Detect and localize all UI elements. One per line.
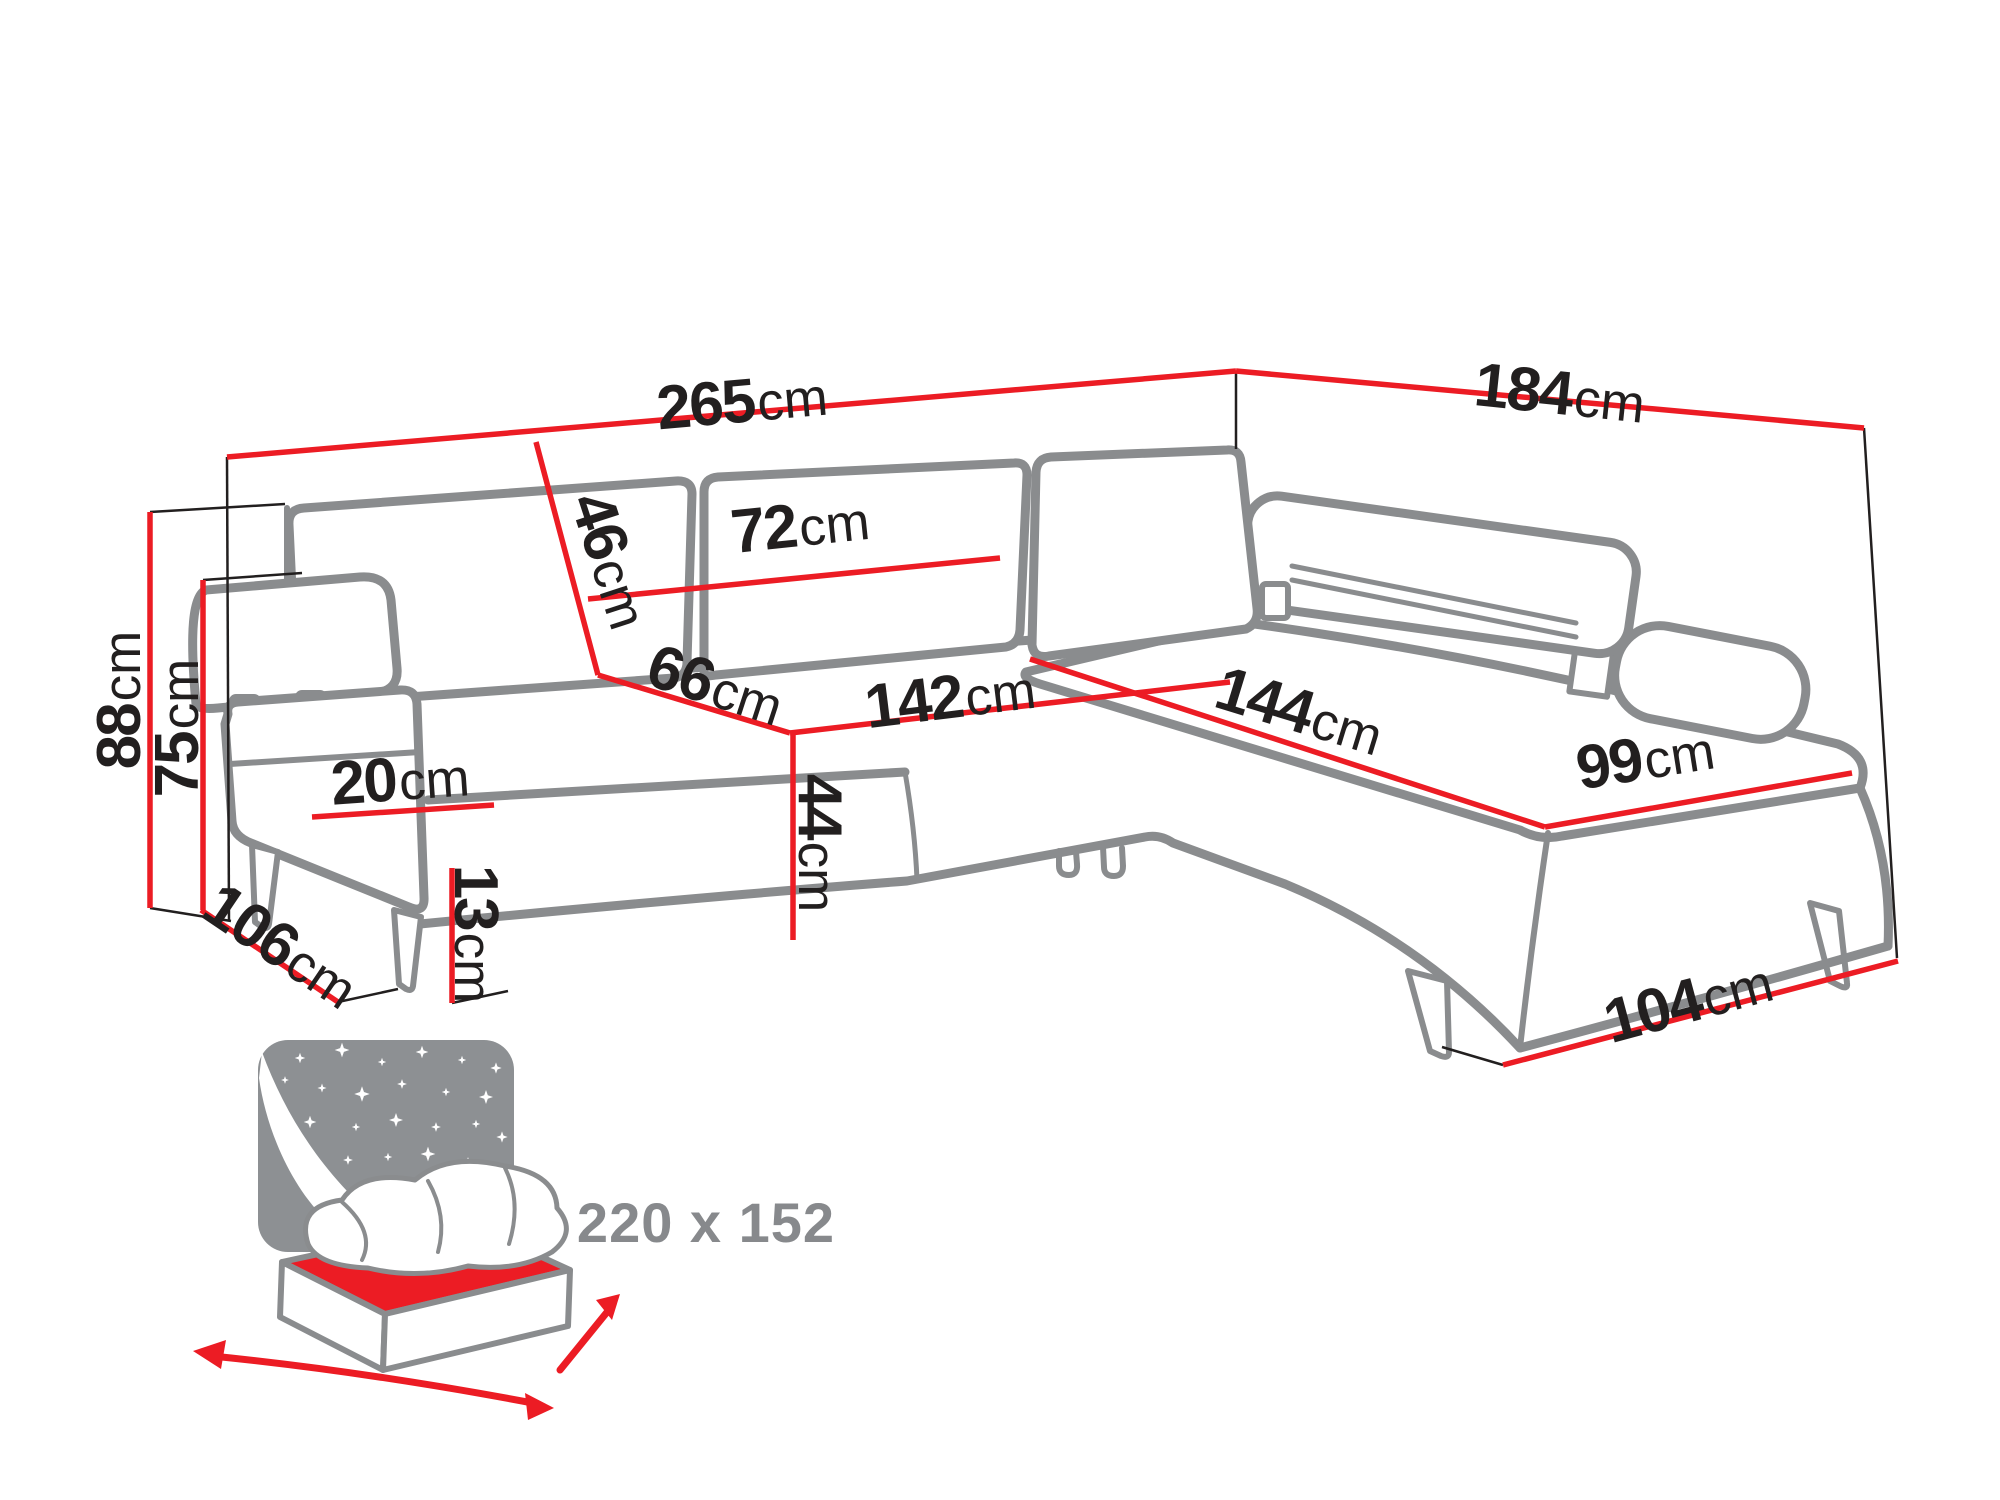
label-seat-width: 142cm	[861, 653, 1039, 742]
label-seat-height: 44cm	[785, 774, 854, 913]
dim-line-chaise-footprint	[1502, 958, 1899, 1068]
armrest-rear-leg	[391, 907, 424, 993]
label-side-depth: 106cm	[191, 870, 371, 1023]
chaise-cushion	[1020, 617, 1868, 842]
rail-bracket	[1259, 581, 1291, 621]
construction-line	[1862, 427, 1899, 959]
seat-front-crease	[423, 767, 910, 805]
chaise-armrest-pad	[1610, 621, 1811, 744]
label-leg-height: 13cm	[441, 865, 510, 1004]
sleeping-function-icon: 220 x 152	[193, 1040, 835, 1420]
folding-leg-hook-left	[1056, 848, 1081, 879]
dim-line-back-cushion-height	[533, 441, 601, 676]
seat-corner-edge	[902, 769, 920, 883]
duvet-and-pillows	[303, 1158, 569, 1277]
armrest-front-leg	[249, 842, 281, 931]
label-armrest-width: 20cm	[329, 740, 472, 819]
label-overall-width: 265cm	[654, 360, 830, 444]
armrest-top-crease	[227, 749, 423, 767]
construction-line	[225, 456, 231, 922]
dim-line-overall-depth	[1235, 368, 1865, 431]
rail-slot-lower	[1289, 577, 1579, 640]
rail-slot-upper	[1289, 563, 1579, 626]
label-total-height: 88cm	[85, 631, 154, 770]
dim-line-overall-width	[226, 368, 1237, 460]
chaise-right-leg	[1807, 900, 1851, 991]
label-chaise-footprint: 104cm	[1597, 946, 1780, 1057]
dim-line-chaise-length	[1029, 656, 1546, 830]
armrest	[220, 685, 429, 914]
label-overall-depth: 184cm	[1471, 350, 1648, 437]
bed-length-arrow	[556, 1294, 620, 1374]
mattress-side	[380, 1267, 573, 1373]
construction-line	[149, 502, 286, 514]
duvet-fold	[340, 1200, 368, 1262]
construction-lines	[149, 371, 1899, 1067]
dim-line-back-cushion-width	[587, 555, 1001, 602]
dim-line-side-depth	[199, 907, 340, 1005]
dim-line-chaise-width	[1544, 770, 1853, 830]
construction-line	[202, 571, 303, 582]
dim-line-armrest-width	[311, 802, 495, 820]
dim-line-seat-width	[789, 679, 1231, 736]
duvet-fold	[503, 1166, 517, 1246]
label-back-cushion-width: 72cm	[728, 484, 873, 567]
chaise-front-left-edge	[1517, 830, 1551, 1051]
chaise-front-leg	[1405, 968, 1452, 1060]
dimension-lines	[147, 368, 1899, 1068]
label-chaise-width: 99cm	[1571, 714, 1719, 804]
armrest-pillow	[188, 572, 402, 713]
construction-line	[337, 987, 399, 1004]
dim-line-seat-depth	[597, 672, 791, 736]
chaise-right-side-edge	[1855, 783, 1893, 951]
chaise-front-bottom-edge	[1515, 941, 1893, 1053]
construction-line	[451, 989, 509, 1005]
label-backrest-height: 75cm	[143, 659, 212, 798]
folding-leg-hook-right	[1100, 844, 1127, 880]
back-cushion-corner	[1027, 445, 1262, 661]
sofa-bottom-outline	[415, 831, 1525, 1053]
construction-line	[1441, 1045, 1504, 1067]
duvet-fold	[426, 1179, 444, 1254]
sleeping-area-size-label: 220 x 152	[577, 1191, 835, 1254]
bed-width-arrow	[193, 1340, 554, 1420]
